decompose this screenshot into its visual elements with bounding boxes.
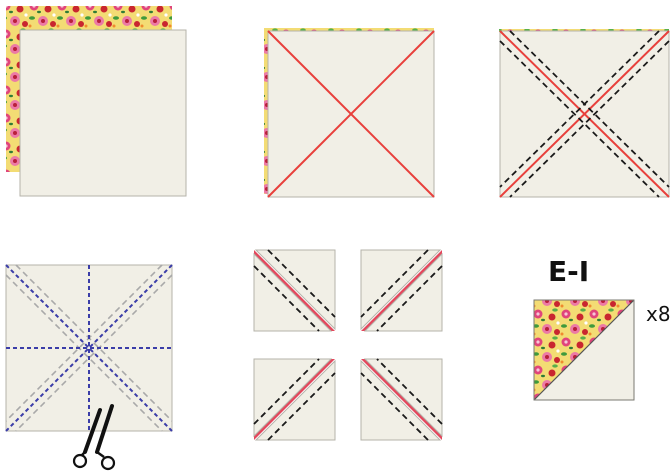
step-3-stitch-lines [499, 29, 669, 197]
floral-edge [264, 28, 268, 194]
light-square [20, 30, 186, 196]
result-hst-unit [534, 300, 634, 400]
step-5-cut-units [254, 250, 442, 440]
cut-unit [254, 250, 335, 331]
unit-label: E-I [548, 256, 589, 288]
cut-unit [254, 359, 335, 440]
step-4-cut-lines [6, 265, 172, 431]
cut-unit [361, 250, 442, 331]
step-1-layer-squares [6, 6, 186, 196]
cut-unit [361, 359, 442, 440]
step-2-draw-diagonals [264, 28, 434, 197]
quantity-label: x8 [646, 302, 671, 326]
